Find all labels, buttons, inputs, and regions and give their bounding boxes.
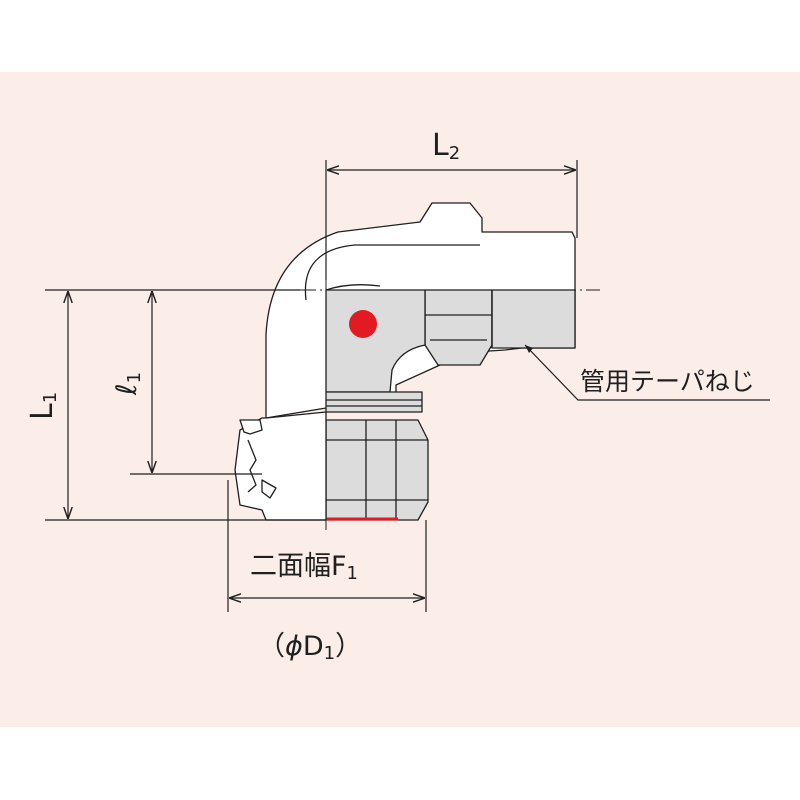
elbow-fitting-drawing bbox=[234, 202, 576, 521]
label-outer-diameter: （ϕD1） bbox=[258, 631, 362, 664]
label-l2: L2 bbox=[432, 128, 460, 164]
label-l1: L1 bbox=[25, 392, 61, 420]
dimension-lines bbox=[45, 160, 770, 612]
lower-hex-nut bbox=[325, 419, 429, 521]
centerlines bbox=[300, 280, 600, 530]
elbow-section bbox=[325, 289, 426, 393]
label-ell1: ℓ1 bbox=[110, 372, 145, 396]
dimension-labels: L2 L1 ℓ1 管用テーパねじ 二面幅F1 （ϕD1） bbox=[25, 128, 755, 664]
thread-leader bbox=[524, 344, 770, 401]
collar-band bbox=[325, 391, 423, 413]
label-thread: 管用テーパねじ bbox=[580, 367, 755, 396]
threaded-end bbox=[491, 289, 576, 349]
red-dot-marker bbox=[349, 310, 377, 338]
label-width-across-flats: 二面幅F1 bbox=[250, 551, 358, 584]
upper-hex-nut bbox=[424, 289, 493, 366]
